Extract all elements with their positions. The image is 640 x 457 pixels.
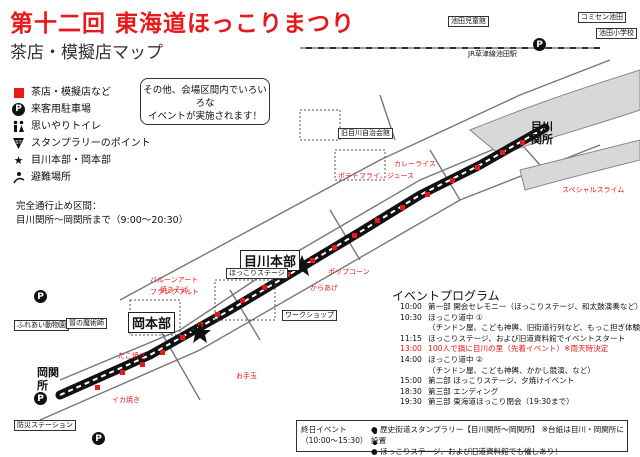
map-label: ふれあい動物園	[14, 320, 69, 331]
map-label: 防災ステーション	[14, 420, 76, 431]
stamp-icon: ST	[12, 137, 25, 150]
parking-icon: P	[34, 392, 47, 405]
allday-item: ● 歴史街道スタンプラリー【目川関所〜岡関所】 ※台紙は目川・岡関所に設置	[371, 425, 624, 445]
program-row: 14:00 ほっこり道中 ②	[400, 355, 640, 366]
program-row: 13:00 100人で鍋に目川の里（先着イベント）※雨天時決定	[400, 344, 640, 355]
map-label: JR草津線池田駅	[468, 50, 517, 58]
program-row: 19:30 第三部 東海道ほっこり閉会（19:30まで）	[400, 397, 640, 408]
program-text: 第二部 ほっこりステージ、夕焼けイベント	[428, 376, 575, 386]
map-title: 第十二回 東海道ほっこりまつり	[10, 10, 356, 37]
legend-row: P 来客用駐車場	[12, 101, 151, 118]
notice-box: その他、会場区間内でいろいろな イベントが実施されます！	[140, 78, 270, 125]
traffic-closure-info: 完全通行止め区間： 目川関所〜岡関所まで（9:00〜20:30）	[16, 200, 188, 228]
legend-row: ST スタンプラリーのポイント	[12, 135, 151, 152]
allday-item: ● ほっこりステージ、および旧道資料館でも催しあり！	[371, 447, 562, 456]
legend-label: 来客用駐車場	[31, 104, 91, 115]
legend-label: 目川本部・岡本部	[31, 155, 111, 166]
red-square-icon	[12, 86, 25, 99]
program-row: 10:30 ほっこり道中 ①	[400, 313, 640, 324]
map-subtitle: 茶店・模擬店マップ	[10, 43, 163, 63]
legend-row: 思いやりトイレ	[12, 118, 151, 135]
program-text: ほっこり道中 ①	[428, 312, 483, 322]
main-street-tokaido	[55, 123, 550, 400]
parking-icon: P	[533, 38, 546, 51]
program-time: 18:30	[400, 386, 422, 396]
program-time: 14:00	[400, 354, 422, 364]
program-time: 10:00	[400, 302, 422, 311]
legend-row: ★ 目川本部・岡本部	[12, 152, 151, 169]
allday-heading: 終日イベント （10:00〜15:30）	[301, 424, 368, 446]
map-label: たこ焼き	[118, 352, 146, 360]
legend: 茶店・模擬店など P 来客用駐車場 思いやりトイレ ST スタンプラリーのポイン…	[12, 84, 151, 186]
program-text: 第三部 エンディング	[428, 386, 499, 396]
program-text: 第三部 東海道ほっこり閉会（19:30まで）	[428, 397, 574, 407]
stall-markers	[95, 140, 525, 390]
legend-row: 避難場所	[12, 169, 151, 186]
program-row: 11:15 ほっこりステージ、および旧道資料館でイベントスタート	[400, 334, 640, 345]
star-icon: ★	[13, 154, 24, 167]
traffic-heading: 完全通行止め区間：	[16, 201, 102, 212]
map-label: 池田児童館	[448, 16, 489, 27]
megawa-hq-label: 目川本部	[240, 250, 301, 271]
program-time: 19:30	[400, 397, 422, 407]
legend-label: 避難場所	[31, 172, 71, 183]
ellipse-dots	[373, 430, 377, 445]
map-label: 旧目川自治会館	[338, 128, 393, 139]
map-label: フランクフルト	[150, 288, 199, 296]
notice-line: その他、会場区間内でいろいろな	[143, 85, 267, 109]
parking-icon: P	[34, 290, 47, 303]
map-label: カレーライス	[394, 160, 436, 168]
program-row: 15:00 第二部 ほっこりステージ、夕焼けイベント	[400, 376, 640, 387]
svg-text:ST: ST	[15, 140, 22, 146]
program-title: イベントプログラム	[392, 289, 500, 303]
map-label: コミセン池田	[578, 12, 626, 23]
program-text: （チンドン屋、こども神輿、かかし競演、など）	[428, 365, 596, 375]
program-text: 100人で鍋に目川の里（先着イベント）※雨天時決定	[428, 344, 609, 354]
program-text: ほっこりステージ、および旧道資料館でイベントスタート	[428, 333, 626, 343]
allday-items: ● 歴史街道スタンプラリー【目川関所〜岡関所】 ※台紙は目川・岡関所に設置 ● …	[371, 424, 627, 457]
legend-label: スタンプラリーのポイント	[31, 138, 151, 149]
program-time: 15:00	[400, 376, 422, 386]
oka-hq-label: 岡本部	[128, 312, 176, 333]
river	[469, 69, 640, 191]
program-time: 10:30	[400, 312, 422, 322]
program-text: ほっこり道中 ②	[428, 354, 483, 364]
parking-icon: P	[92, 432, 105, 445]
evacuation-icon	[12, 171, 25, 184]
program-row: 10:00 第一部 開会セレモニー（ほっこりステージ、和太鼓演奏など）	[400, 302, 640, 313]
program-time: 13:00	[400, 344, 422, 354]
map-label: バルーンアート	[150, 276, 199, 284]
program-row: 18:30 第三部 エンディング	[400, 387, 640, 398]
map-label: 冒の魔術師	[66, 318, 107, 329]
map-label: ほっこりステージ	[226, 268, 288, 279]
program-time: 11:15	[400, 333, 422, 343]
restroom-icon	[12, 120, 25, 133]
map-label: スペシャルスライム	[562, 186, 625, 194]
allday-time: （10:00〜15:30）	[301, 436, 368, 445]
map-label: お手玉	[236, 372, 257, 380]
oka-gate-label: 岡関所	[37, 366, 59, 392]
map-label: ポテトフライ、ジュース	[338, 172, 415, 180]
map-label: からあげ	[310, 284, 338, 292]
map-label: イカ焼き	[112, 396, 140, 404]
traffic-detail: 目川関所〜岡関所まで（9:00〜20:30）	[16, 215, 189, 226]
program-text: （チンドン屋、こども神輿、旧街道行列など、もっこ担ぎ体験など）	[428, 323, 640, 333]
legend-label: 茶店・模擬店など	[31, 87, 111, 98]
notice-line: イベントが実施されます！	[147, 111, 262, 122]
legend-label: 思いやりトイレ	[31, 121, 101, 132]
program-list: 10:00 第一部 開会セレモニー（ほっこりステージ、和太鼓演奏など） 10:30…	[400, 302, 640, 408]
map-label: 焼きそば	[160, 286, 188, 294]
parking-icon: P	[12, 103, 25, 116]
allday-events-box: 終日イベント （10:00〜15:30） ● 歴史街道スタンプラリー【目川関所〜…	[296, 420, 628, 456]
program-row: （チンドン屋、こども神輿、旧街道行列など、もっこ担ぎ体験など）	[400, 323, 640, 334]
program-text: 第一部 開会セレモニー（ほっこりステージ、和太鼓演奏など）	[428, 302, 640, 311]
map-label: ワークショップ	[282, 310, 337, 321]
map-label: 池田小学校	[596, 28, 637, 39]
map-label: ポップコーン	[328, 268, 370, 276]
megawa-gate-label: 目川関所	[531, 120, 553, 146]
legend-row: 茶店・模擬店など	[12, 84, 151, 101]
allday-label: 終日イベント	[301, 425, 347, 434]
program-row: （チンドン屋、こども神輿、かかし競演、など）	[400, 366, 640, 377]
